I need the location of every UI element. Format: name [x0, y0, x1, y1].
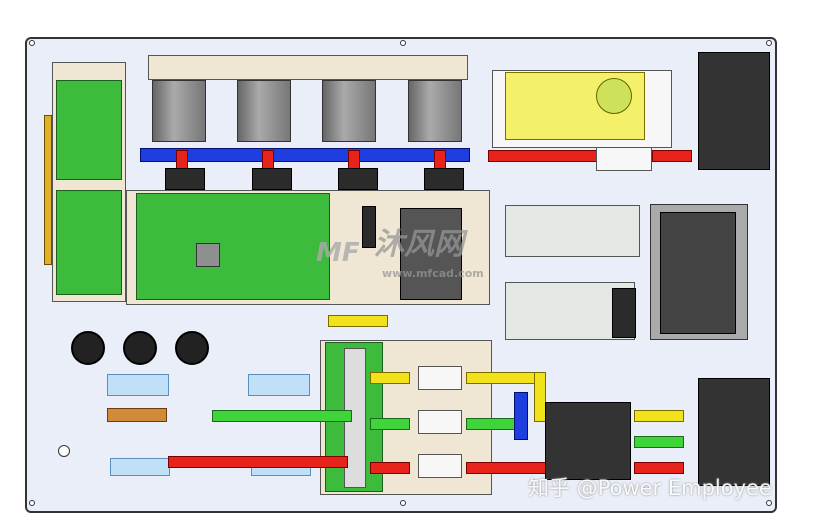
busbar-green — [212, 410, 352, 422]
fuse-holder — [362, 206, 376, 248]
selector-knob[interactable] — [175, 331, 209, 365]
inverter-display — [660, 212, 736, 334]
contactor-small — [612, 288, 636, 338]
busbar-red — [634, 462, 684, 474]
shunt-resistor — [596, 147, 652, 171]
igbt-module — [338, 168, 378, 190]
watermark-site-name: 沐风网 — [374, 227, 464, 262]
pcb-lower — [56, 190, 122, 295]
igbt-module — [165, 168, 205, 190]
driver-module — [400, 208, 462, 300]
main-contactor — [545, 402, 631, 480]
busbar-red — [466, 462, 546, 474]
indicator-lamp — [107, 374, 169, 396]
busbar-red — [370, 462, 410, 474]
busbar-green — [634, 436, 684, 448]
busbar-yellow — [370, 372, 410, 384]
watermark-logo: MF — [316, 238, 360, 268]
dc-busbar-blue — [140, 148, 470, 162]
relay-block — [505, 205, 640, 257]
watermark-url: www.mfcad.com — [382, 267, 484, 280]
mounting-hole — [29, 40, 35, 46]
busbar-red — [652, 150, 692, 162]
circuit-breaker-bottom — [698, 378, 770, 486]
busbar-yellow — [328, 315, 388, 327]
current-sensor — [418, 366, 462, 390]
mounting-hole — [400, 40, 406, 46]
busbar-red — [168, 456, 348, 468]
selector-knob[interactable] — [71, 331, 105, 365]
busbar-blue — [514, 392, 528, 440]
capacitor-bracket — [148, 55, 468, 80]
pcb-chip — [196, 243, 220, 267]
main-pcb — [136, 193, 330, 300]
mounting-hole — [766, 500, 772, 506]
current-sensor — [418, 454, 462, 478]
mounting-hole — [400, 500, 406, 506]
busbar-green — [370, 418, 410, 430]
mounting-hole — [766, 40, 772, 46]
capacitor — [408, 80, 462, 142]
watermark-author: 知乎 @Power Employee — [528, 476, 772, 500]
copper-link — [107, 408, 167, 422]
indicator-lamp — [248, 374, 310, 396]
fan-icon — [596, 78, 632, 114]
pcb-upper — [56, 80, 122, 180]
capacitor — [237, 80, 291, 142]
grounding-stud — [58, 445, 70, 457]
cable-harness — [44, 115, 52, 265]
igbt-module — [252, 168, 292, 190]
busbar-yellow — [634, 410, 684, 422]
busbar-red — [488, 150, 598, 162]
circuit-breaker-top — [698, 52, 770, 170]
capacitor — [322, 80, 376, 142]
busbar-yellow — [534, 372, 546, 422]
current-sensor — [418, 410, 462, 434]
capacitor — [152, 80, 206, 142]
indicator-lamp — [110, 458, 170, 476]
igbt-module — [424, 168, 464, 190]
selector-knob[interactable] — [123, 331, 157, 365]
mounting-hole — [29, 500, 35, 506]
